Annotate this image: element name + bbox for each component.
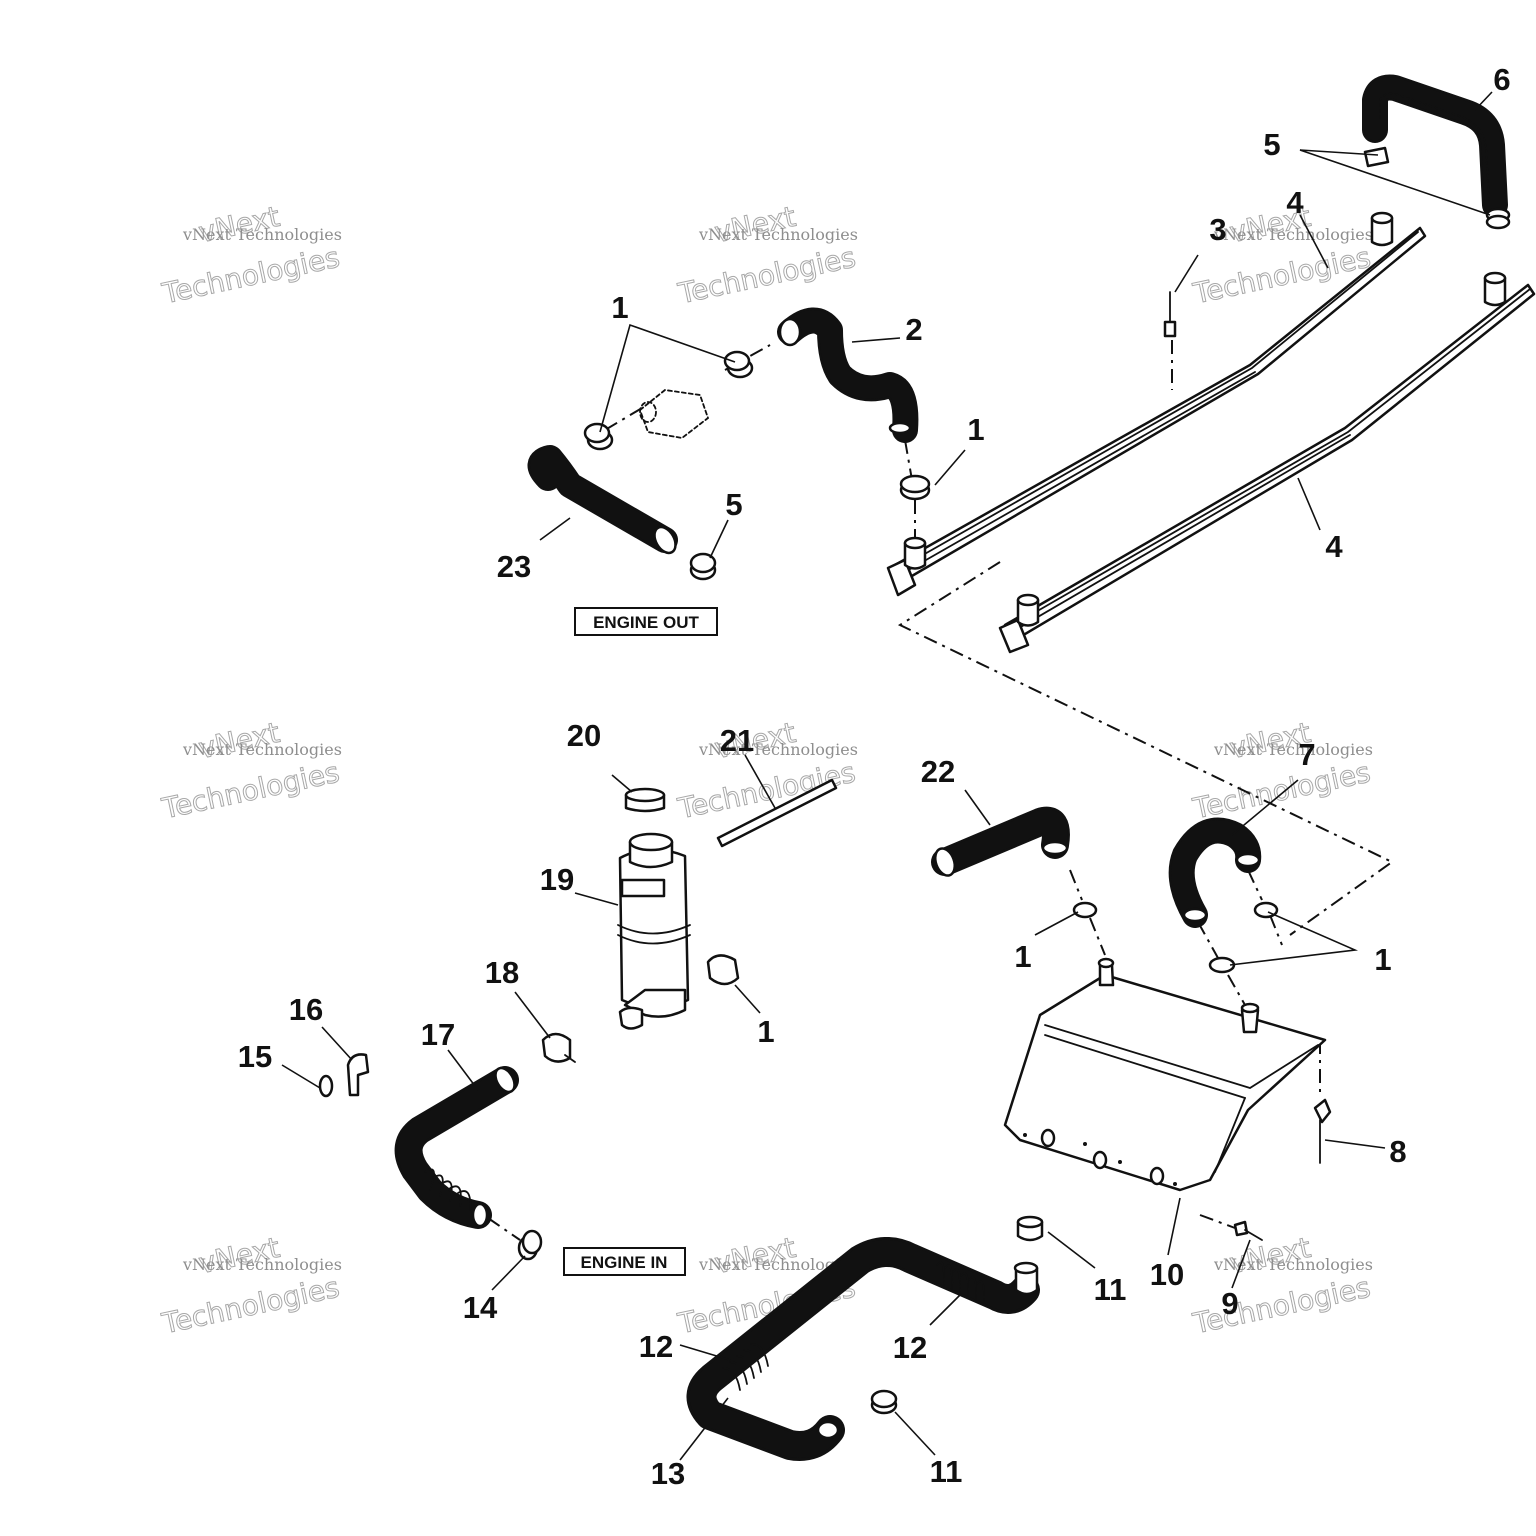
svg-text:Technologies: Technologies: [675, 241, 859, 311]
watermark-9: vNext vNext Technologies Technologies: [1189, 1230, 1374, 1341]
heat-exchanger-lower: [998, 271, 1536, 654]
callout-16: 16: [289, 992, 323, 1027]
callout-1-c: 1: [1014, 939, 1031, 974]
watermark-6: vNext vNext Technologies Technologies: [1189, 715, 1374, 826]
callout-19: 19: [540, 862, 574, 897]
pipe-13: [686, 1237, 1040, 1461]
callout-20: 20: [567, 718, 601, 753]
callout-15: 15: [238, 1039, 272, 1074]
bolt-8: [1313, 1098, 1332, 1164]
callout-5-a: 5: [1263, 127, 1280, 162]
callout-21: 21: [720, 723, 754, 758]
callout-12-a: 12: [639, 1329, 673, 1364]
callout-10: 10: [1150, 1257, 1184, 1292]
callout-7: 7: [1298, 737, 1315, 772]
clamp-1b: [723, 350, 754, 379]
callout-13: 13: [651, 1456, 685, 1491]
callout-11-a: 11: [1094, 1272, 1127, 1307]
callout-4-a: 4: [1286, 185, 1304, 220]
watermark-7: vNext vNext Technologies Technologies: [158, 1230, 343, 1341]
clamp-1e: [1208, 901, 1279, 974]
watermark-5: vNext vNext Technologies Technologies: [674, 715, 859, 826]
clamp-1a: [583, 422, 614, 451]
hose-12-right: [936, 1261, 986, 1304]
svg-text:vNext Technologies: vNext Technologies: [1213, 225, 1373, 244]
svg-text:vNext Technologies: vNext Technologies: [698, 225, 858, 244]
callout-1-d: 1: [1374, 942, 1391, 977]
callout-9: 9: [1221, 1286, 1238, 1321]
clamp-1-items: [583, 350, 1279, 986]
watermark-1: vNext vNext Technologies Technologies: [158, 199, 343, 311]
callout-11-b: 11: [930, 1454, 963, 1489]
callout-14: 14: [463, 1290, 498, 1325]
clamp-1d: [1072, 901, 1098, 919]
callout-12-b: 12: [893, 1330, 927, 1365]
clamp-11-upper: [1016, 1215, 1044, 1242]
svg-text:Technologies: Technologies: [158, 1271, 342, 1341]
screw-9: [1233, 1220, 1263, 1241]
callout-6: 6: [1493, 62, 1510, 97]
washer-15: [318, 1074, 334, 1098]
phantom-connector: [638, 389, 710, 439]
hose-7: [1168, 817, 1262, 928]
svg-text:vNext Technologies: vNext Technologies: [182, 740, 342, 759]
callout-22: 22: [921, 754, 955, 789]
svg-text:vNext Technologies: vNext Technologies: [1213, 1255, 1373, 1274]
callout-5-b: 5: [725, 487, 742, 522]
svg-text:vNext Technologies: vNext Technologies: [182, 225, 342, 244]
clamp-1c: [899, 474, 931, 501]
clamp-5-top: [1363, 146, 1511, 230]
svg-text:vNext Technologies: vNext Technologies: [1213, 740, 1373, 759]
hose-22: [931, 806, 1070, 877]
callout-2: 2: [905, 312, 922, 347]
watermark-2: vNext vNext Technologies Technologies: [674, 199, 859, 311]
callout-1-e: 1: [757, 1014, 774, 1049]
callout-17: 17: [421, 1017, 455, 1052]
callout-1-a: 1: [611, 290, 628, 325]
bracket-16: [346, 1053, 370, 1097]
tube-21: [716, 778, 838, 848]
heat-exchanger-upper: [886, 211, 1427, 597]
hose-23: [527, 445, 678, 555]
callout-4-b: 4: [1325, 529, 1343, 564]
callout-23: 23: [497, 549, 531, 584]
cap-20: [624, 787, 666, 813]
callout-8: 8: [1389, 1134, 1406, 1169]
svg-text:ENGINE IN: ENGINE IN: [581, 1253, 668, 1272]
watermark-4: vNext vNext Technologies Technologies: [158, 715, 343, 826]
reservoir-19: [617, 832, 691, 1030]
hose-2: [777, 307, 919, 443]
callout-18: 18: [485, 955, 519, 990]
clamp-14: [517, 1229, 543, 1261]
clamp-11-lower: [870, 1389, 898, 1415]
clamp-1f: [706, 954, 740, 986]
svg-text:vNext Technologies: vNext Technologies: [698, 1255, 858, 1274]
tank-10: [1003, 957, 1327, 1192]
clamp-18: [541, 1032, 576, 1063]
svg-text:vNext Technologies: vNext Technologies: [182, 1255, 342, 1274]
hose-6: [1362, 74, 1508, 218]
leader-lines: [281, 91, 1493, 1461]
svg-text:ENGINE OUT: ENGINE OUT: [593, 613, 699, 632]
svg-text:vNext Technologies: vNext Technologies: [698, 740, 858, 759]
svg-text:Technologies: Technologies: [1189, 1271, 1373, 1341]
svg-text:Technologies: Technologies: [1189, 756, 1373, 826]
engine-in-tag: ENGINE IN: [563, 1247, 686, 1276]
hose-12-left: [722, 1343, 769, 1391]
callout-labels: 1 2 1 3 4 5 6 5 23 4 20 21 22 7 19 1 1 1…: [238, 62, 1511, 1491]
svg-text:Technologies: Technologies: [158, 756, 342, 826]
svg-text:Technologies: Technologies: [159, 241, 343, 311]
clamp-5-lower: [689, 552, 717, 581]
callout-1-b: 1: [967, 412, 984, 447]
bolt-3: [1163, 291, 1177, 338]
hose-17: [394, 1066, 519, 1229]
callout-3: 3: [1209, 212, 1226, 247]
engine-out-tag: ENGINE OUT: [574, 607, 718, 636]
